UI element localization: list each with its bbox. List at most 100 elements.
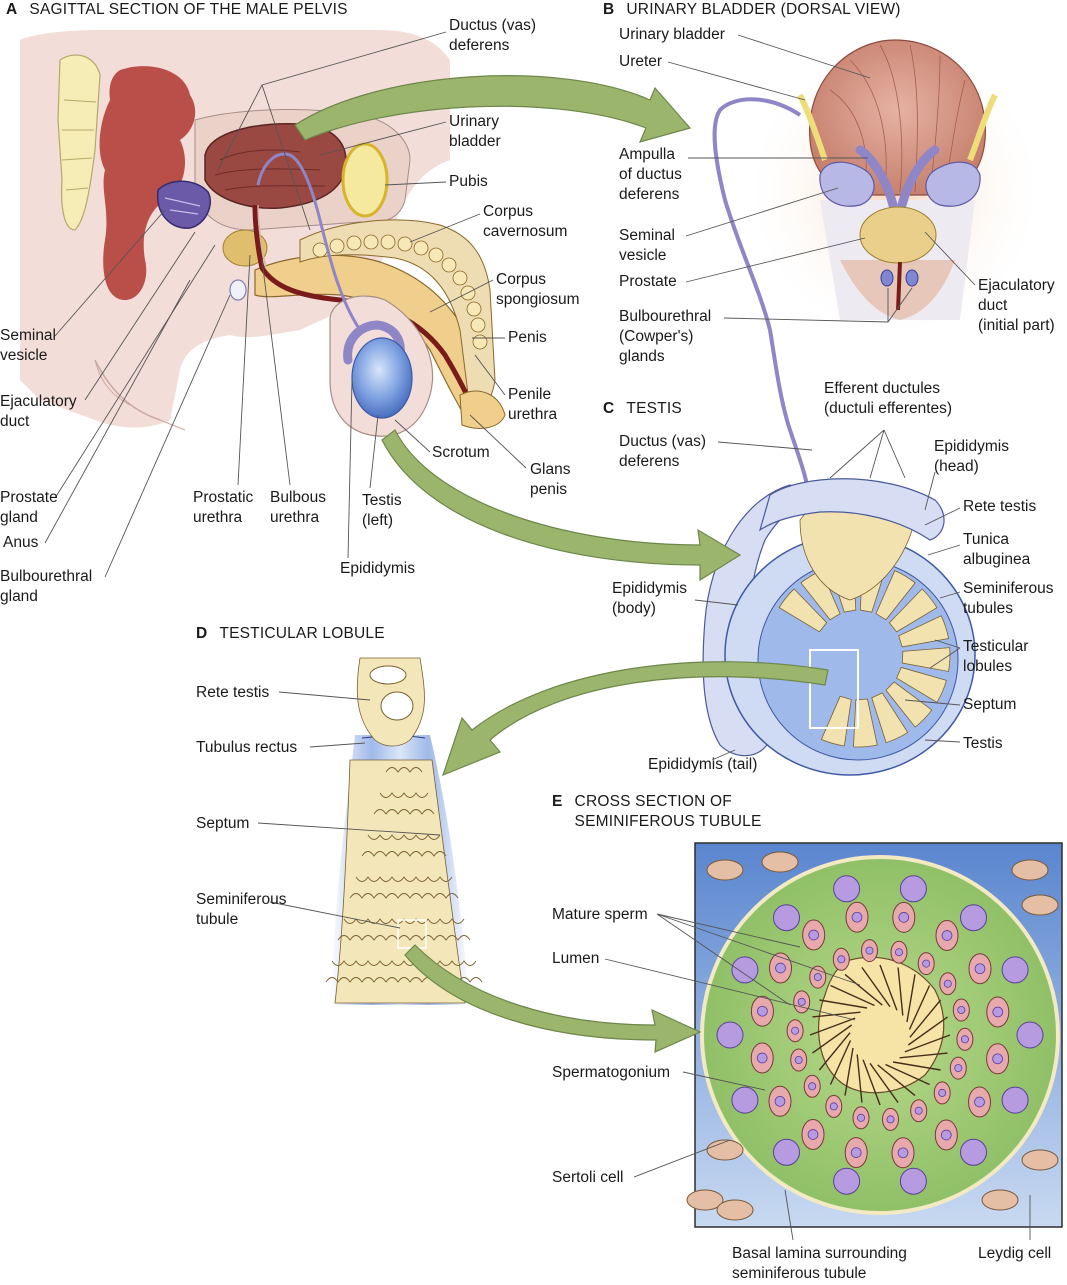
sperm-tail (812, 1011, 861, 1018)
label-b-ampulla: Ampulla of ductus deferens (619, 146, 682, 203)
cell-nucleus (954, 1064, 963, 1073)
panel-c-title-text: TESTIS (626, 400, 682, 417)
sperm-tail (897, 967, 904, 1016)
label-b-bulbourethral: Bulbourethral (Cowper's) glands (619, 308, 712, 365)
label-a-seminal-vesicle: Seminal vesicle (0, 327, 56, 364)
spermatogonium-cell (731, 956, 759, 984)
label-e-mature-sperm: Mature sperm (552, 906, 648, 923)
tubule-coil (367, 834, 441, 840)
label-a-epididymis: Epididymis (340, 560, 415, 577)
cell-nucleus (941, 930, 953, 941)
panel-e-title-text: CROSS SECTION OF SEMINIFEROUS TUBULE (574, 793, 762, 830)
cell-nucleus (807, 1129, 819, 1140)
label-a-penile-urethra: Penile urethra (508, 386, 558, 423)
spermatogonium-cell (899, 875, 927, 903)
label-c-septum: Septum (963, 696, 1017, 713)
panel-d-letter: D (196, 625, 208, 642)
cell-nucleus (774, 1095, 786, 1107)
cell-nucleus (974, 963, 986, 975)
tubule-coil (385, 767, 423, 773)
cell-nucleus (895, 948, 904, 957)
label-e-spermatogonium: Spermatogonium (552, 1064, 671, 1081)
spermatogonium-cell (899, 1167, 927, 1195)
sperm-tail (908, 985, 931, 1030)
cell-nucleus (757, 1005, 768, 1017)
sperm-tail (829, 1040, 852, 1085)
testicular-lobule (888, 588, 938, 633)
sperm-tail (907, 1016, 949, 1046)
leydig-cell (761, 851, 799, 873)
cell-nucleus (957, 1006, 966, 1015)
spermatogonium-cell (773, 904, 800, 932)
sperm-tail (856, 1054, 863, 1103)
arrow-d-to-e (404, 944, 702, 1053)
testicular-lobule (885, 681, 933, 728)
sperm-tail (892, 1061, 941, 1071)
tubule-coil (373, 809, 435, 815)
cell-nucleus (940, 1129, 952, 1141)
testicular-lobule (871, 692, 909, 744)
sperm-tail (844, 1047, 854, 1096)
cell-nucleus (829, 1102, 838, 1111)
cell-nucleus (974, 1096, 985, 1108)
panel-c-letter: C (603, 400, 615, 417)
spermatogonium-cell (1001, 956, 1029, 984)
label-c-ductus-deferens: Ductus (vas) deferens (619, 433, 706, 470)
cell-nucleus (992, 1053, 1003, 1065)
leydig-cell (1021, 894, 1059, 916)
testicular-lobule (778, 588, 828, 633)
sperm-tail (811, 1024, 853, 1054)
label-a-ductus-deferens: Ductus (vas) deferens (449, 17, 536, 54)
leydig-cell (981, 1189, 1019, 1211)
spermatogonium-cell (960, 1138, 987, 1166)
label-c-testicular-lobules: Testicular lobules (963, 638, 1029, 675)
leydig-cell (706, 1139, 744, 1161)
leydig-cell (1011, 859, 1049, 881)
label-e-leydig-cell: Leydig cell (978, 1245, 1052, 1262)
label-e-sertoli-cell: Sertoli cell (552, 1169, 624, 1186)
sperm-tail (899, 1052, 948, 1059)
spermatogonium-cell (833, 875, 861, 903)
panel-d-title: D TESTICULAR LOBULE (196, 624, 385, 644)
panel-b-letter: B (603, 1, 615, 18)
label-b-ejaculatory-duct: Ejaculatory duct (initial part) (978, 277, 1055, 334)
label-a-prostate-gland: Prostate gland (0, 489, 58, 526)
spermatogonium-cell (773, 1138, 800, 1166)
panel-d-artwork (325, 657, 483, 1005)
cell-nucleus (886, 1115, 895, 1124)
label-a-corpus-spongiosum: Corpus spongiosum (496, 271, 580, 308)
testicular-lobule (800, 570, 841, 621)
label-e-basal-lamina: Basal lamina surrounding seminiferous tu… (732, 1245, 907, 1282)
tubule-coil (331, 960, 477, 966)
label-a-corpus-cavernosum: Corpus cavernosum (483, 203, 568, 240)
tubule-coil (355, 876, 453, 882)
cell-nucleus (914, 1106, 923, 1115)
cell-nucleus (851, 911, 863, 923)
sperm-tail (909, 999, 942, 1038)
sperm-tail (906, 974, 916, 1023)
spermatogonium-cell (1016, 1021, 1044, 1049)
label-e-lumen: Lumen (552, 950, 600, 967)
spermatogonium-cell (833, 1167, 861, 1195)
panel-d-title-text: TESTICULAR LOBULE (219, 625, 385, 642)
label-c-rete-testis: Rete testis (963, 498, 1037, 515)
cell-nucleus (992, 1006, 1004, 1018)
label-c-seminiferous-tubules: Seminiferous tubules (963, 580, 1054, 617)
cell-nucleus (808, 929, 820, 941)
testicular-lobule (896, 666, 947, 703)
label-a-testis-left: Testis (left) (362, 492, 402, 529)
panel-c-title: C TESTIS (603, 399, 682, 419)
cell-nucleus (865, 946, 874, 955)
spermatogonium-cell (731, 1086, 759, 1114)
label-c-epididymis-head: Epididymis (head) (934, 438, 1009, 475)
label-b-seminal-vesicle: Seminal vesicle (619, 227, 675, 264)
label-c-efferent-ductules: Efferent ductules (ductuli efferentes) (824, 380, 953, 417)
label-c-epididymis-tail: Epididymis (tail) (648, 756, 758, 773)
arrow-c-to-d (442, 661, 829, 777)
testicular-lobule (901, 647, 951, 672)
tubule-coil (349, 893, 459, 899)
label-b-ureter: Ureter (619, 53, 663, 70)
